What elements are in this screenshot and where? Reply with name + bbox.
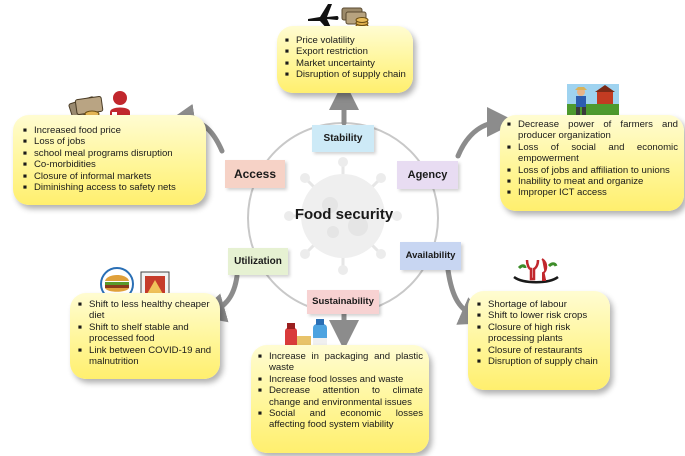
sustainability-label: Sustainability bbox=[307, 290, 379, 314]
utilization-list: Shift to less healthy cheaper diet Shift… bbox=[77, 299, 214, 367]
food-plate-icon bbox=[100, 267, 170, 301]
arrow-to-agency bbox=[455, 107, 517, 159]
list-item: Shift to less healthy cheaper diet bbox=[77, 299, 214, 322]
list-item: Price volatility bbox=[284, 35, 407, 47]
farmer-icon bbox=[567, 84, 619, 118]
list-item: Export restriction bbox=[284, 46, 407, 58]
list-item: Loss of social and economic empowerment bbox=[506, 142, 678, 165]
utilization-panel: Shift to less healthy cheaper diet Shift… bbox=[70, 293, 220, 379]
list-item: Increased food price bbox=[22, 125, 200, 137]
access-panel: Increased food price Loss of jobs school… bbox=[13, 115, 206, 205]
availability-panel: Shortage of labour Shift to lower risk c… bbox=[468, 291, 610, 390]
sustainability-list: Increase in packaging and plastic waste … bbox=[257, 351, 423, 431]
airplane-icon bbox=[308, 4, 339, 30]
list-item: Link between COVID-19 and malnutrition bbox=[77, 345, 214, 368]
list-item: Inability to meat and organize bbox=[506, 176, 678, 188]
list-item: Disruption of supply chain bbox=[476, 356, 604, 368]
list-item: school meal programs disruption bbox=[22, 148, 200, 160]
list-item: Loss of jobs bbox=[22, 136, 200, 148]
availability-label: Availability bbox=[400, 242, 461, 270]
agency-label: Agency bbox=[397, 161, 458, 189]
list-item: Increase in packaging and plastic waste bbox=[257, 351, 423, 374]
list-item: Diminishing access to safety nets bbox=[22, 182, 200, 194]
sustainability-panel: Increase in packaging and plastic waste … bbox=[251, 345, 429, 453]
list-item: Loss of jobs and affiliation to unions bbox=[506, 165, 678, 177]
list-item: Closure of high risk processing plants bbox=[476, 322, 604, 345]
list-item: Social and economic losses affecting foo… bbox=[257, 408, 423, 431]
utilization-label: Utilization bbox=[228, 248, 288, 275]
availability-list: Shortage of labour Shift to lower risk c… bbox=[476, 299, 604, 368]
list-item: Disruption of supply chain bbox=[284, 69, 407, 81]
stability-panel: Price volatility Export restriction Mark… bbox=[277, 26, 413, 93]
agency-list: Decrease power of farmers and producer o… bbox=[506, 119, 678, 199]
stability-list: Price volatility Export restriction Mark… bbox=[284, 35, 407, 81]
list-item: Shift to lower risk crops bbox=[476, 310, 604, 322]
fork-knife-icon bbox=[513, 258, 559, 284]
list-item: Co-morbidities bbox=[22, 159, 200, 171]
access-label: Access bbox=[225, 160, 285, 188]
list-item: Shortage of labour bbox=[476, 299, 604, 311]
list-item: Market uncertainty bbox=[284, 58, 407, 70]
virus-icon bbox=[284, 157, 402, 275]
agency-panel: Decrease power of farmers and producer o… bbox=[500, 115, 684, 211]
list-item: Closure of informal markets bbox=[22, 171, 200, 183]
center-title: Food security bbox=[294, 206, 394, 223]
list-item: Increase food losses and waste bbox=[257, 374, 423, 386]
list-item: Shift to shelf stable and processed food bbox=[77, 322, 214, 345]
access-list: Increased food price Loss of jobs school… bbox=[22, 125, 200, 194]
list-item: Decrease attention to climate change and… bbox=[257, 385, 423, 408]
stability-label: Stability bbox=[312, 125, 374, 152]
list-item: Decrease power of farmers and producer o… bbox=[506, 119, 678, 142]
list-item: Improper ICT access bbox=[506, 187, 678, 199]
list-item: Closure of restaurants bbox=[476, 345, 604, 357]
